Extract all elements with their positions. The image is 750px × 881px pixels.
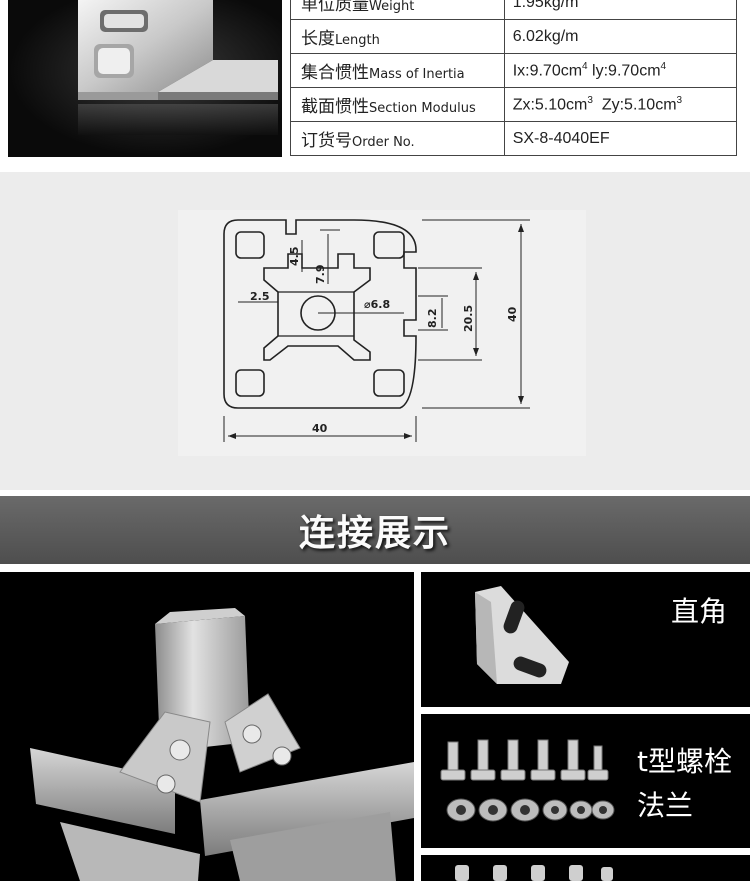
assembly-photo <box>0 572 414 881</box>
t-bolt-label: t型螺栓 <box>637 745 732 778</box>
dim-7-9: 7.9 <box>314 265 327 285</box>
dim-2-5: 2.5 <box>250 290 270 303</box>
section-heading-text: 连接展示 <box>298 513 451 554</box>
dim-8-2: 8.2 <box>426 309 439 329</box>
spec-key-zh: 长度 <box>301 29 335 49</box>
spec-section: 单位质量Weight 1.95kg/m 长度Length 6.02kg/m 集合… <box>0 0 750 172</box>
spec-key-zh: 单位质量 <box>301 0 369 15</box>
spec-value: 1.95kg/m <box>503 0 738 20</box>
t-bolt-card: t型螺栓 法兰 <box>421 714 750 848</box>
spec-key-en: Mass of Inertia <box>369 67 465 82</box>
spec-key-en: Length <box>335 33 380 48</box>
spec-row-length: 长度Length 6.02kg/m <box>290 19 738 54</box>
spec-key: 集合惯性Mass of Inertia <box>290 53 505 88</box>
spec-key-en: Order No. <box>352 135 415 150</box>
t-bolts-and-flange-nuts-image <box>440 739 615 822</box>
aluminium-profile-image <box>78 0 278 135</box>
corner-bracket-image <box>475 586 569 684</box>
spec-row-weight: 单位质量Weight 1.95kg/m <box>290 0 738 20</box>
spec-row-order-no: 订货号Order No. SX-8-4040EF <box>290 121 738 156</box>
spec-value: Zx:5.10cm3 Zy:5.10cm3 <box>503 87 738 122</box>
dim-bore-diameter: ⌀6.8 <box>364 298 390 311</box>
spec-key-zh: 订货号 <box>301 131 352 151</box>
spec-key-zh: 集合惯性 <box>301 63 369 83</box>
dim-width-40: 40 <box>312 422 328 435</box>
screws-card <box>421 855 750 881</box>
screws-image <box>455 865 613 881</box>
dim-20-5: 20.5 <box>462 305 475 332</box>
dim-height-40: 40 <box>506 306 519 322</box>
corner-bracket-card: 直角 <box>421 572 750 707</box>
connection-display-heading: 连接展示 <box>0 496 750 564</box>
corner-bracket-label: 直角 <box>671 595 728 628</box>
spec-key: 单位质量Weight <box>290 0 505 20</box>
spec-row-inertia: 集合惯性Mass of Inertia Ix:9.70cm4 ly:9.70cm… <box>290 53 738 88</box>
spec-key: 截面惯性Section Modulus <box>290 87 505 122</box>
profile-photo <box>8 0 282 157</box>
spec-row-section-modulus: 截面惯性Section Modulus Zx:5.10cm3 Zy:5.10cm… <box>290 87 738 122</box>
spec-key-en: Weight <box>369 0 415 14</box>
profile-cross-section-drawing: 4.5 7.9 2.5 ⌀6.8 8.2 20.5 40 40 <box>223 219 530 442</box>
flange-label: 法兰 <box>637 789 694 822</box>
drawing-section: 4.5 7.9 2.5 ⌀6.8 8.2 20.5 40 40 <box>0 172 750 490</box>
spec-table: 单位质量Weight 1.95kg/m 长度Length 6.02kg/m 集合… <box>290 0 738 156</box>
spec-key: 长度Length <box>290 19 505 54</box>
spec-key-en: Section Modulus <box>369 101 476 116</box>
technical-drawing: 4.5 7.9 2.5 ⌀6.8 8.2 20.5 40 40 <box>178 210 586 456</box>
spec-value: Ix:9.70cm4 ly:9.70cm4 <box>503 53 738 88</box>
dim-4-5: 4.5 <box>288 247 301 267</box>
spec-value: 6.02kg/m <box>503 19 738 54</box>
profile-assembly-image <box>30 608 414 881</box>
spec-key: 订货号Order No. <box>290 121 505 156</box>
spec-value: SX-8-4040EF <box>503 121 738 156</box>
spec-key-zh: 截面惯性 <box>301 97 369 117</box>
